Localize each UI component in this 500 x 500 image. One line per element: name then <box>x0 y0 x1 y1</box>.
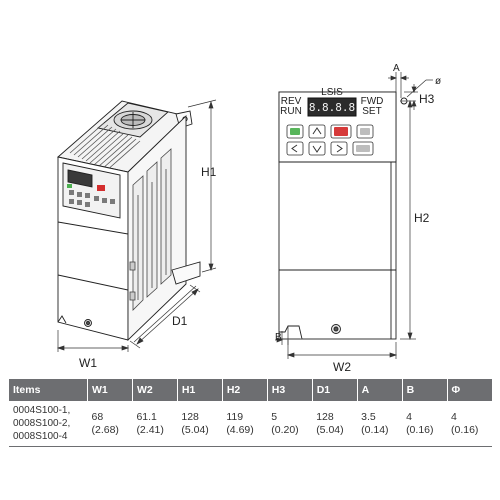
value-inch: (5.04) <box>181 423 209 436</box>
label-d1: D1 <box>172 314 188 328</box>
label-a: A <box>393 63 400 74</box>
isometric-view <box>57 100 201 342</box>
right-key <box>330 141 348 156</box>
header-a: A <box>357 379 403 401</box>
iso-dimensions <box>56 99 217 352</box>
label-phi: ø <box>435 76 441 87</box>
header-h2: H2 <box>222 379 268 401</box>
label-b: B <box>275 332 282 343</box>
rev-led-label: REV <box>281 96 302 107</box>
up-key <box>308 124 326 139</box>
label-h1: H1 <box>201 165 217 179</box>
model-name: 0004S100-1, <box>13 405 71 416</box>
fan-housing <box>69 102 169 172</box>
value-inch: (2.68) <box>91 423 119 436</box>
header-phi: Φ <box>447 379 492 401</box>
header-d1: D1 <box>312 379 358 401</box>
value-mm: 128 <box>181 410 199 423</box>
value-mm: 3.5 <box>361 410 376 423</box>
value-inch: (5.04) <box>316 423 344 436</box>
value-cell-phi: 4 (0.16) <box>447 401 492 447</box>
header-items: Items <box>9 379 88 401</box>
value-mm: 119 <box>226 410 244 423</box>
front-keypad: 8.8.8.8 LSIS REV FWD RUN SET <box>280 87 384 156</box>
value-cell-w2: 61.1 (2.41) <box>132 401 178 447</box>
header-h3: H3 <box>267 379 313 401</box>
value-cell-w1: 68 (2.68) <box>87 401 133 447</box>
value-inch: (2.41) <box>136 423 164 436</box>
display-value: 8.8.8.8 <box>309 101 355 114</box>
header-b: B <box>402 379 448 401</box>
set-led-label: SET <box>362 106 381 117</box>
label-w1: W1 <box>79 356 97 370</box>
value-cell-a: 3.5 (0.14) <box>357 401 403 447</box>
side-vents <box>129 148 172 311</box>
value-inch: (0.14) <box>361 423 389 436</box>
value-cell-d1: 128 (5.04) <box>312 401 358 447</box>
run-led-label: RUN <box>280 106 302 117</box>
iso-keypad <box>62 162 121 219</box>
value-mm: 4 <box>406 410 412 423</box>
value-mm: 68 <box>91 410 104 423</box>
value-mm: 128 <box>316 410 334 423</box>
header-w2: W2 <box>132 379 178 401</box>
brand-logo: LSIS <box>321 87 343 98</box>
header-h1: H1 <box>177 379 223 401</box>
value-cell-h2: 119 (4.69) <box>222 401 268 447</box>
led-display <box>307 97 357 117</box>
value-inch: (0.16) <box>451 423 479 436</box>
down-key <box>308 141 326 156</box>
model-name: 0008S100-2, <box>13 418 71 429</box>
value-cell-b: 4 (0.16) <box>402 401 447 447</box>
value-inch: (4.69) <box>226 423 254 436</box>
value-mm: 4 <box>451 410 457 423</box>
model-name: 0008S100-4 <box>13 431 68 442</box>
label-h2: H2 <box>414 211 430 225</box>
table-header-row: Items W1 W2 H1 H2 H3 D1 A B Φ <box>9 379 492 401</box>
value-cell-h1: 128 (5.04) <box>177 401 223 447</box>
value-inch: (0.20) <box>271 423 299 436</box>
value-cell-h3: 5 (0.20) <box>267 401 313 447</box>
table-row: 0004S100-1, 0008S100-2, 0008S100-4 68 (2… <box>9 401 492 447</box>
value-inch: (0.16) <box>406 423 434 436</box>
header-w1: W1 <box>87 379 133 401</box>
mount-tab-bottom <box>171 261 201 285</box>
label-h3: H3 <box>419 92 435 106</box>
dimension-table: Items W1 W2 H1 H2 H3 D1 A B Φ 0004S100-1… <box>9 379 492 447</box>
model-cell: 0004S100-1, 0008S100-2, 0008S100-4 <box>9 401 88 447</box>
left-key <box>286 141 304 156</box>
value-mm: 5 <box>271 410 278 423</box>
label-w2: W2 <box>333 360 351 374</box>
value-mm: 61.1 <box>136 410 157 423</box>
dimension-drawing: W1 D1 H1 8.8.8.8 LSIS REV FWD RUN SET <box>56 63 441 374</box>
fwd-led-label: FWD <box>361 96 384 107</box>
front-dimensions <box>275 72 433 359</box>
